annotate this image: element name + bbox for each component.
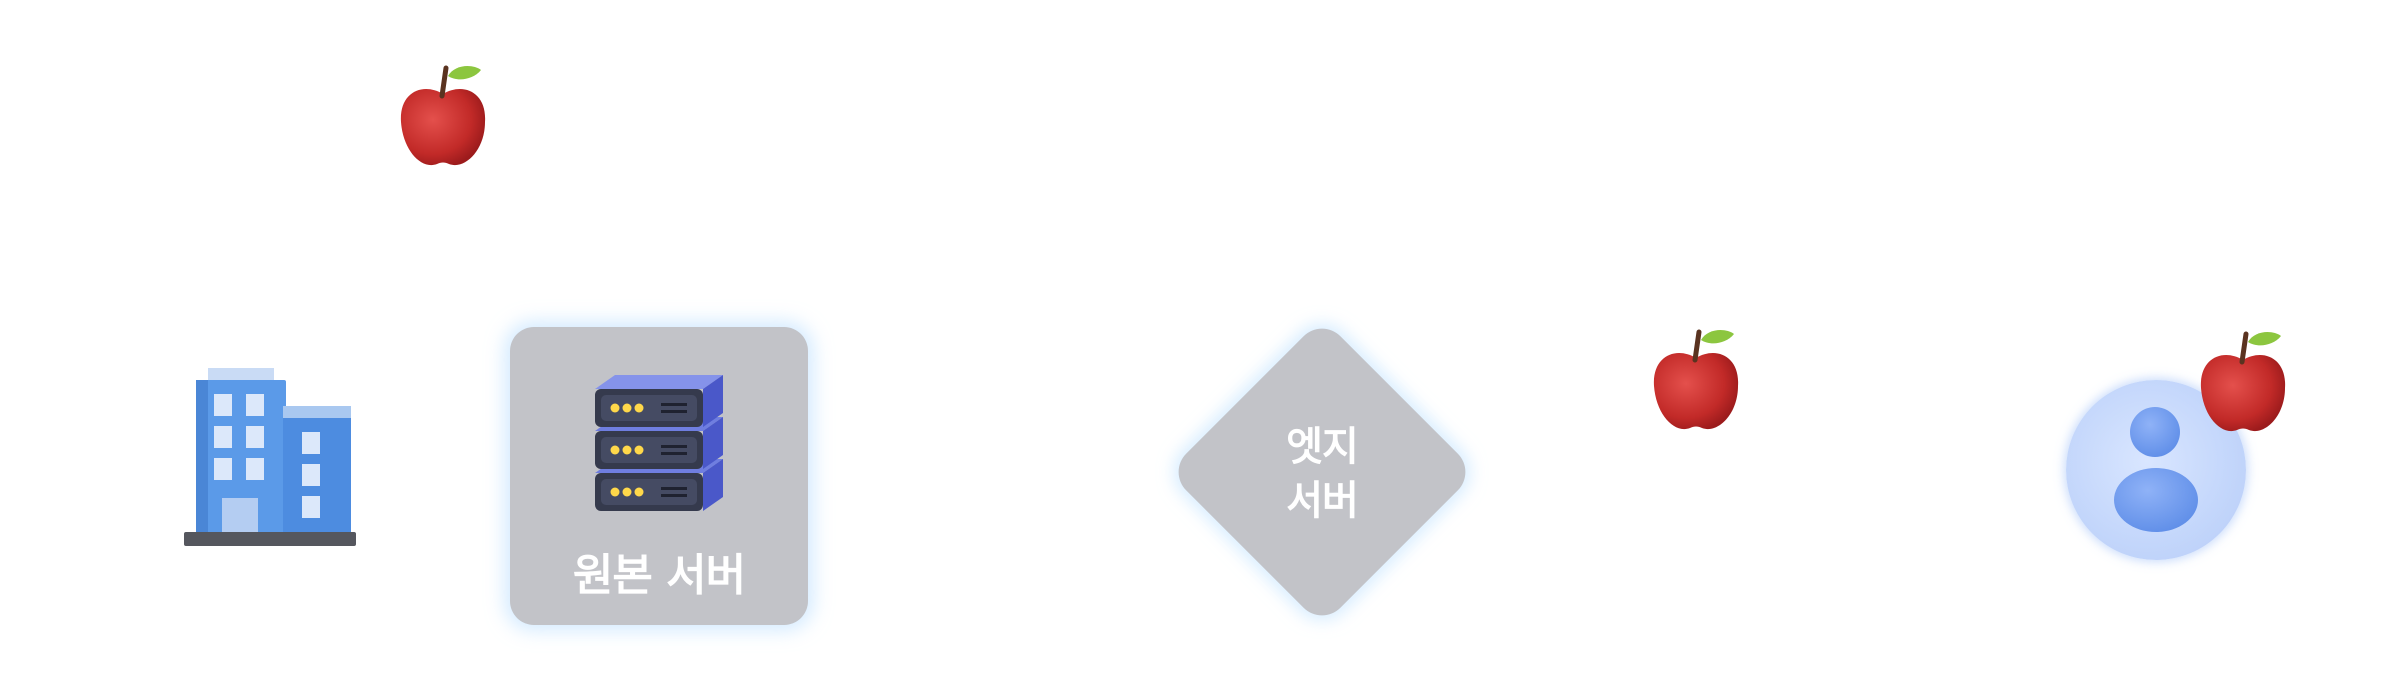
edge-server-label-line2: 서버 xyxy=(1286,478,1359,524)
building-icon xyxy=(184,368,356,546)
apple-icon xyxy=(2200,331,2286,432)
user-icon xyxy=(2114,407,2198,532)
origin-server-label: 원본 서버 xyxy=(572,550,746,601)
server-rack-icon xyxy=(595,375,723,511)
apple-icon xyxy=(1653,329,1739,430)
edge-server-label-line1: 엣지 xyxy=(1286,424,1359,470)
user-node xyxy=(2066,380,2246,560)
edge-server-label: 엣지 서버 xyxy=(1222,420,1422,528)
apple-icon xyxy=(400,65,486,166)
origin-server-node: 원본 서버 xyxy=(510,327,808,625)
